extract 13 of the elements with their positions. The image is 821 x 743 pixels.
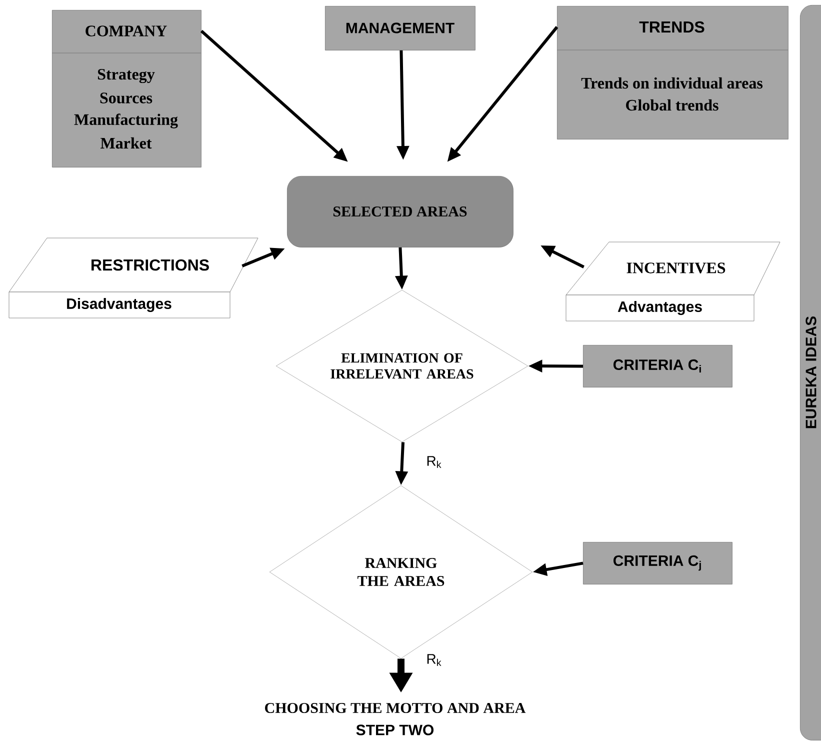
node-label: Disadvantages	[67, 298, 172, 312]
node-label: Advantages	[618, 300, 702, 316]
result-text: CHOOSING THE MOTTO AND AREA STEP TWO	[265, 702, 526, 736]
rounded-box: SELECTED AREAS	[287, 176, 514, 248]
parallelogram-box: RESTRICTIONS Disadvantages	[8, 238, 258, 318]
parallelogram-box: INCENTIVES Advantages	[566, 242, 780, 322]
input-box: CRITERIA C$_{j}$	[583, 542, 732, 584]
info-box: TRENDS Trends on individual areas Global trends	[556, 6, 788, 140]
edge-label: R$_{k}$	[427, 456, 442, 468]
input-box: MANAGEMENT	[325, 6, 476, 50]
input-box: CRITERIA C$_{i}$	[583, 345, 732, 388]
side-band: EUREKA IDEAS	[800, 5, 821, 740]
info-box: COMPANY Strategy Sources Manufacturing Market	[52, 10, 202, 168]
